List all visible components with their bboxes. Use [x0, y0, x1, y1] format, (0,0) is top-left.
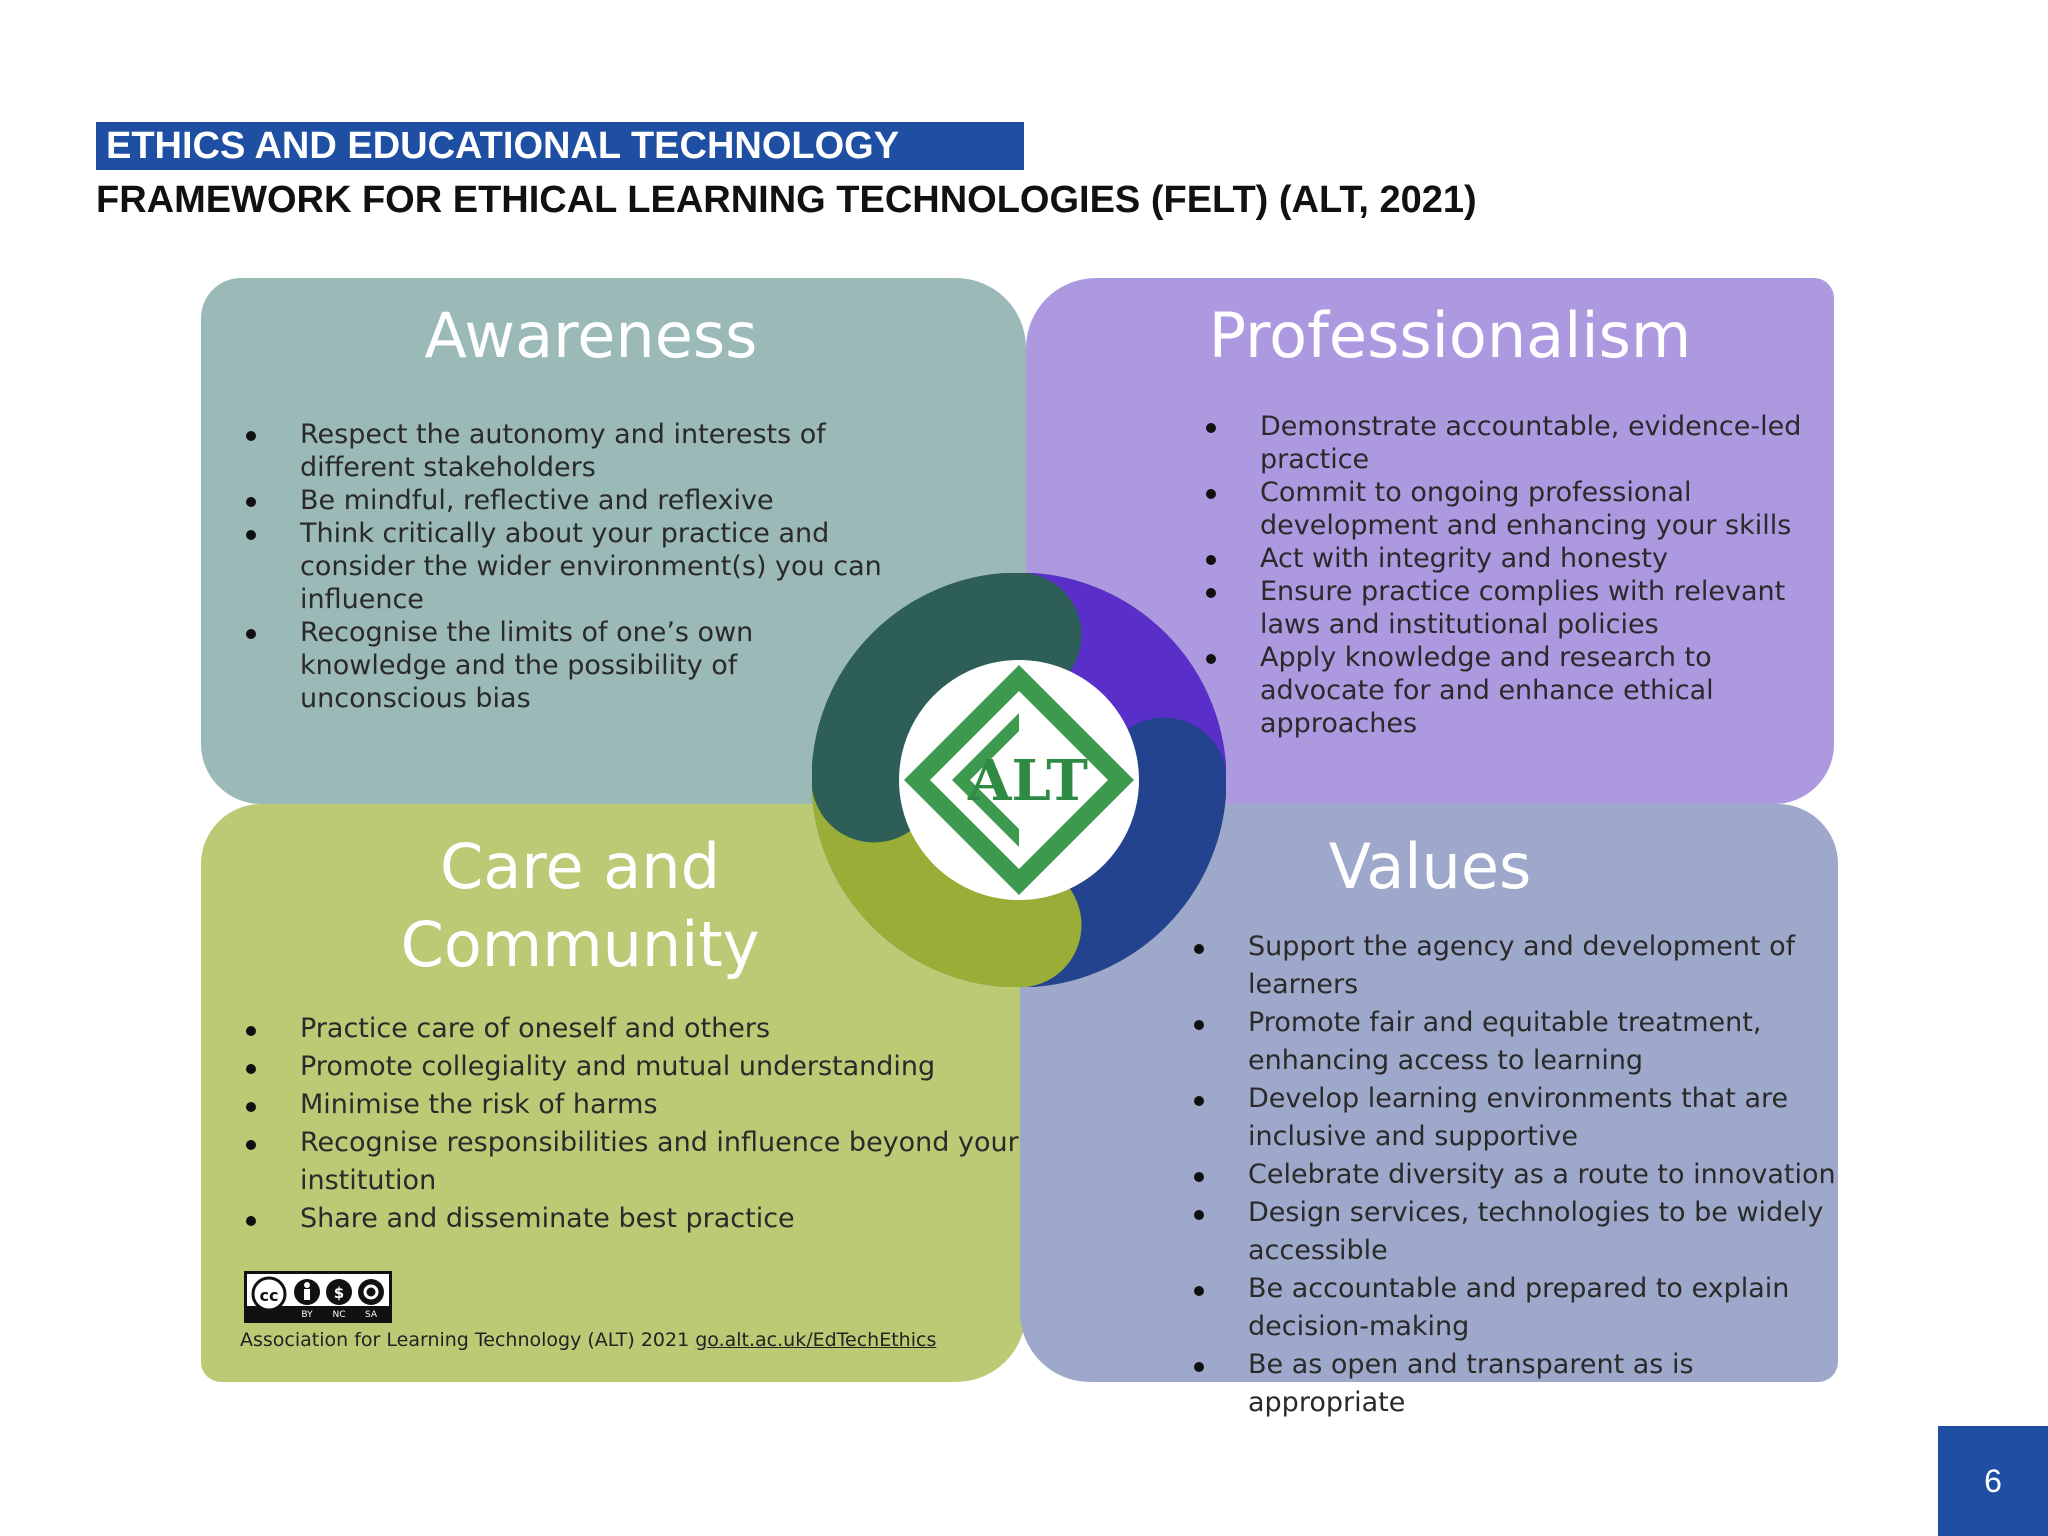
svg-text:$: $	[334, 1284, 344, 1302]
list-item: Promote fair and equitable treatment, en…	[1192, 1004, 1842, 1080]
care-community-list: Practice care of oneself and others Prom…	[244, 1010, 1024, 1238]
svg-text:cc: cc	[260, 1286, 279, 1305]
list-item: Be as open and transparent as is appropr…	[1192, 1346, 1842, 1422]
slide-subtitle: FRAMEWORK FOR ETHICAL LEARNING TECHNOLOG…	[96, 179, 1477, 221]
list-item: Promote collegiality and mutual understa…	[244, 1048, 1024, 1086]
list-item: Design services, technologies to be wide…	[1192, 1194, 1842, 1270]
cc-by-nc-sa-icon: cc $ BY NC SA	[244, 1271, 392, 1323]
svg-text:NC: NC	[332, 1310, 345, 1320]
list-item: Celebrate diversity as a route to innova…	[1192, 1156, 1842, 1194]
list-item: Ensure practice complies with relevant l…	[1204, 575, 1844, 641]
list-item: Apply knowledge and research to advocate…	[1204, 641, 1844, 740]
credit-text: Association for Learning Technology (ALT…	[240, 1329, 690, 1351]
list-item: Act with integrity and honesty	[1204, 542, 1844, 575]
svg-text:SA: SA	[365, 1310, 378, 1320]
list-item: Demonstrate accountable, evidence-led pr…	[1204, 410, 1844, 476]
professionalism-title: Professionalism	[1208, 299, 1692, 372]
license-credit: Association for Learning Technology (ALT…	[240, 1329, 936, 1351]
list-item: Support the agency and development of le…	[1192, 928, 1842, 1004]
awareness-list: Respect the autonomy and interests of di…	[244, 418, 884, 715]
list-item: Share and disseminate best practice	[244, 1200, 1024, 1238]
list-item: Think critically about your practice and…	[244, 517, 884, 616]
care-community-title: Care and Community	[190, 828, 970, 984]
edtech-ethics-link[interactable]: go.alt.ac.uk/EdTechEthics	[695, 1329, 937, 1351]
values-title: Values	[1328, 830, 1532, 903]
svg-text:BY: BY	[301, 1310, 313, 1320]
list-item: Develop learning environments that are i…	[1192, 1080, 1842, 1156]
awareness-title: Awareness	[424, 299, 758, 372]
list-item: Be mindful, reflective and reflexive	[244, 484, 884, 517]
list-item: Commit to ongoing professional developme…	[1204, 476, 1844, 542]
page-number: 6	[1938, 1426, 2048, 1536]
care-community-title-line2: Community	[400, 908, 760, 981]
professionalism-list: Demonstrate accountable, evidence-led pr…	[1204, 410, 1844, 740]
alt-cycle-logo: ALT	[812, 573, 1226, 987]
section-title-band: ETHICS AND EDUCATIONAL TECHNOLOGY	[96, 122, 1024, 170]
list-item: Practice care of oneself and others	[244, 1010, 1024, 1048]
list-item: Be accountable and prepared to explain d…	[1192, 1270, 1842, 1346]
list-item: Recognise responsibilities and influence…	[244, 1124, 1024, 1200]
care-community-title-line1: Care and	[440, 830, 720, 903]
list-item: Recognise the limits of one’s own knowle…	[244, 616, 884, 715]
list-item: Minimise the risk of harms	[244, 1086, 1024, 1124]
ring-segment-teal	[812, 573, 1082, 843]
values-list: Support the agency and development of le…	[1192, 928, 1842, 1422]
alt-logo-text: ALT	[967, 748, 1088, 814]
list-item: Respect the autonomy and interests of di…	[244, 418, 884, 484]
